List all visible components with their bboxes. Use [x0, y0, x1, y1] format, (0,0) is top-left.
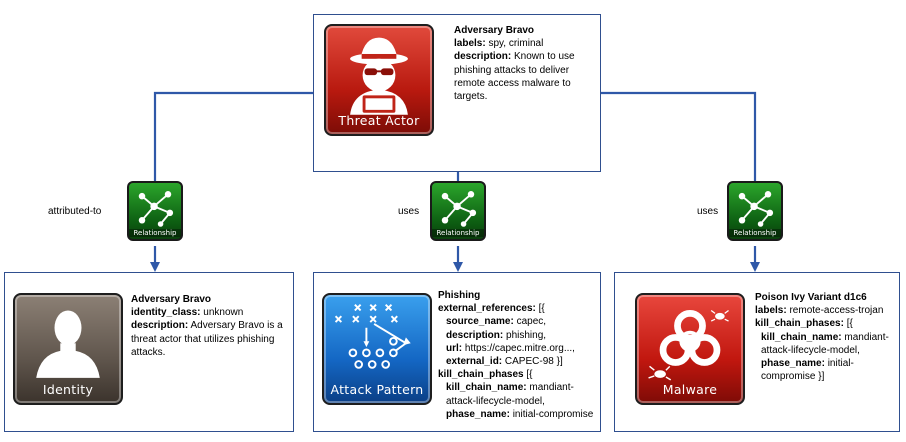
threat-actor-node[interactable]: Threat Actor Adversary Bravo labels: spy…: [313, 14, 601, 172]
spy-icon: [350, 37, 408, 115]
attack-pattern-tile: Attack Pattern: [322, 293, 432, 405]
edge-label-uses-right: uses: [697, 206, 719, 217]
malware-kill-chain-phases: kill_chain_phases: [{: [755, 318, 853, 330]
person-silhouette-icon: [36, 310, 100, 378]
malware-phase-name: phase_name: initial-compromise }]: [761, 358, 854, 383]
threat-actor-description: description: Known to use phishing attac…: [454, 51, 575, 103]
malware-kill-chain-name: kill_chain_name: mandiant-attack-lifecyc…: [761, 331, 889, 356]
network-graph-icon: [441, 191, 477, 227]
network-graph-icon: [138, 191, 174, 227]
biohazard-icon: [648, 309, 729, 381]
connector-left: [153, 91, 313, 181]
threat-actor-labels: labels: spy, criminal: [454, 38, 544, 50]
attack-pattern-name: Phishing: [438, 290, 481, 301]
identity-node[interactable]: Identity Adversary Bravo identity_class:…: [4, 272, 294, 432]
edge-label-attributed-to: attributed-to: [48, 206, 102, 217]
attack-pattern-kill-chain-phases: kill_chain_phases [{: [438, 369, 533, 381]
attack-pattern-tile-label: Attack Pattern: [330, 382, 424, 397]
identity-name: Adversary Bravo: [131, 294, 212, 305]
identity-class: identity_class: unknown: [131, 307, 244, 319]
attack-pattern-url: url: https://capec.mitre.org...,: [446, 342, 575, 354]
connector-right: [601, 91, 757, 181]
attack-pattern-external-id: external_id: CAPEC-98 }]: [446, 356, 563, 368]
attack-pattern-phase-name: phase_name: initial-compromise: [446, 408, 594, 420]
relationship-icon-middle-text: Relationship: [432, 229, 484, 237]
identity-tile: Identity: [13, 293, 123, 405]
network-graph-icon: [738, 191, 774, 227]
identity-tile-label: Identity: [42, 382, 94, 397]
edge-label-uses-middle: uses: [398, 206, 420, 217]
relationship-icon-right[interactable]: Relationship: [727, 181, 783, 241]
identity-description: description: Adversary Bravo is a threat…: [131, 320, 283, 358]
attack-pattern-description: description: phishing,: [446, 329, 547, 341]
threat-actor-tile-label: Threat Actor: [338, 113, 420, 128]
threat-actor-info: Adversary Bravo labels: spy, criminal de…: [454, 24, 594, 103]
attack-pattern-source-name: source_name: capec,: [446, 316, 547, 328]
relationship-icon-middle[interactable]: Relationship: [430, 181, 486, 241]
attack-pattern-external-references: external_references: [{: [438, 303, 545, 315]
relationship-icon-left-text: Relationship: [129, 229, 181, 237]
identity-info: Adversary Bravo identity_class: unknown …: [131, 293, 291, 359]
relationship-icon-right-text: Relationship: [729, 229, 781, 237]
attack-pattern-kill-chain-name: kill_chain_name: mandiant-attack-lifecyc…: [446, 382, 574, 407]
attack-pattern-info: Phishing external_references: [{ source_…: [438, 289, 600, 421]
play-diagram-icon: [334, 303, 411, 369]
threat-actor-tile: Threat Actor: [324, 24, 434, 136]
threat-actor-name: Adversary Bravo: [454, 25, 535, 36]
malware-labels: labels: remote-access-trojan: [755, 305, 884, 317]
malware-node[interactable]: Malware Poison Ivy Variant d1c6 labels: …: [614, 272, 900, 432]
attack-pattern-node[interactable]: Attack Pattern Phishing external_referen…: [313, 272, 601, 432]
relationship-icon-left[interactable]: Relationship: [127, 181, 183, 241]
malware-tile-label: Malware: [662, 382, 718, 397]
malware-info: Poison Ivy Variant d1c6 labels: remote-a…: [755, 291, 897, 383]
malware-tile: Malware: [635, 293, 745, 405]
malware-name: Poison Ivy Variant d1c6: [755, 292, 867, 303]
